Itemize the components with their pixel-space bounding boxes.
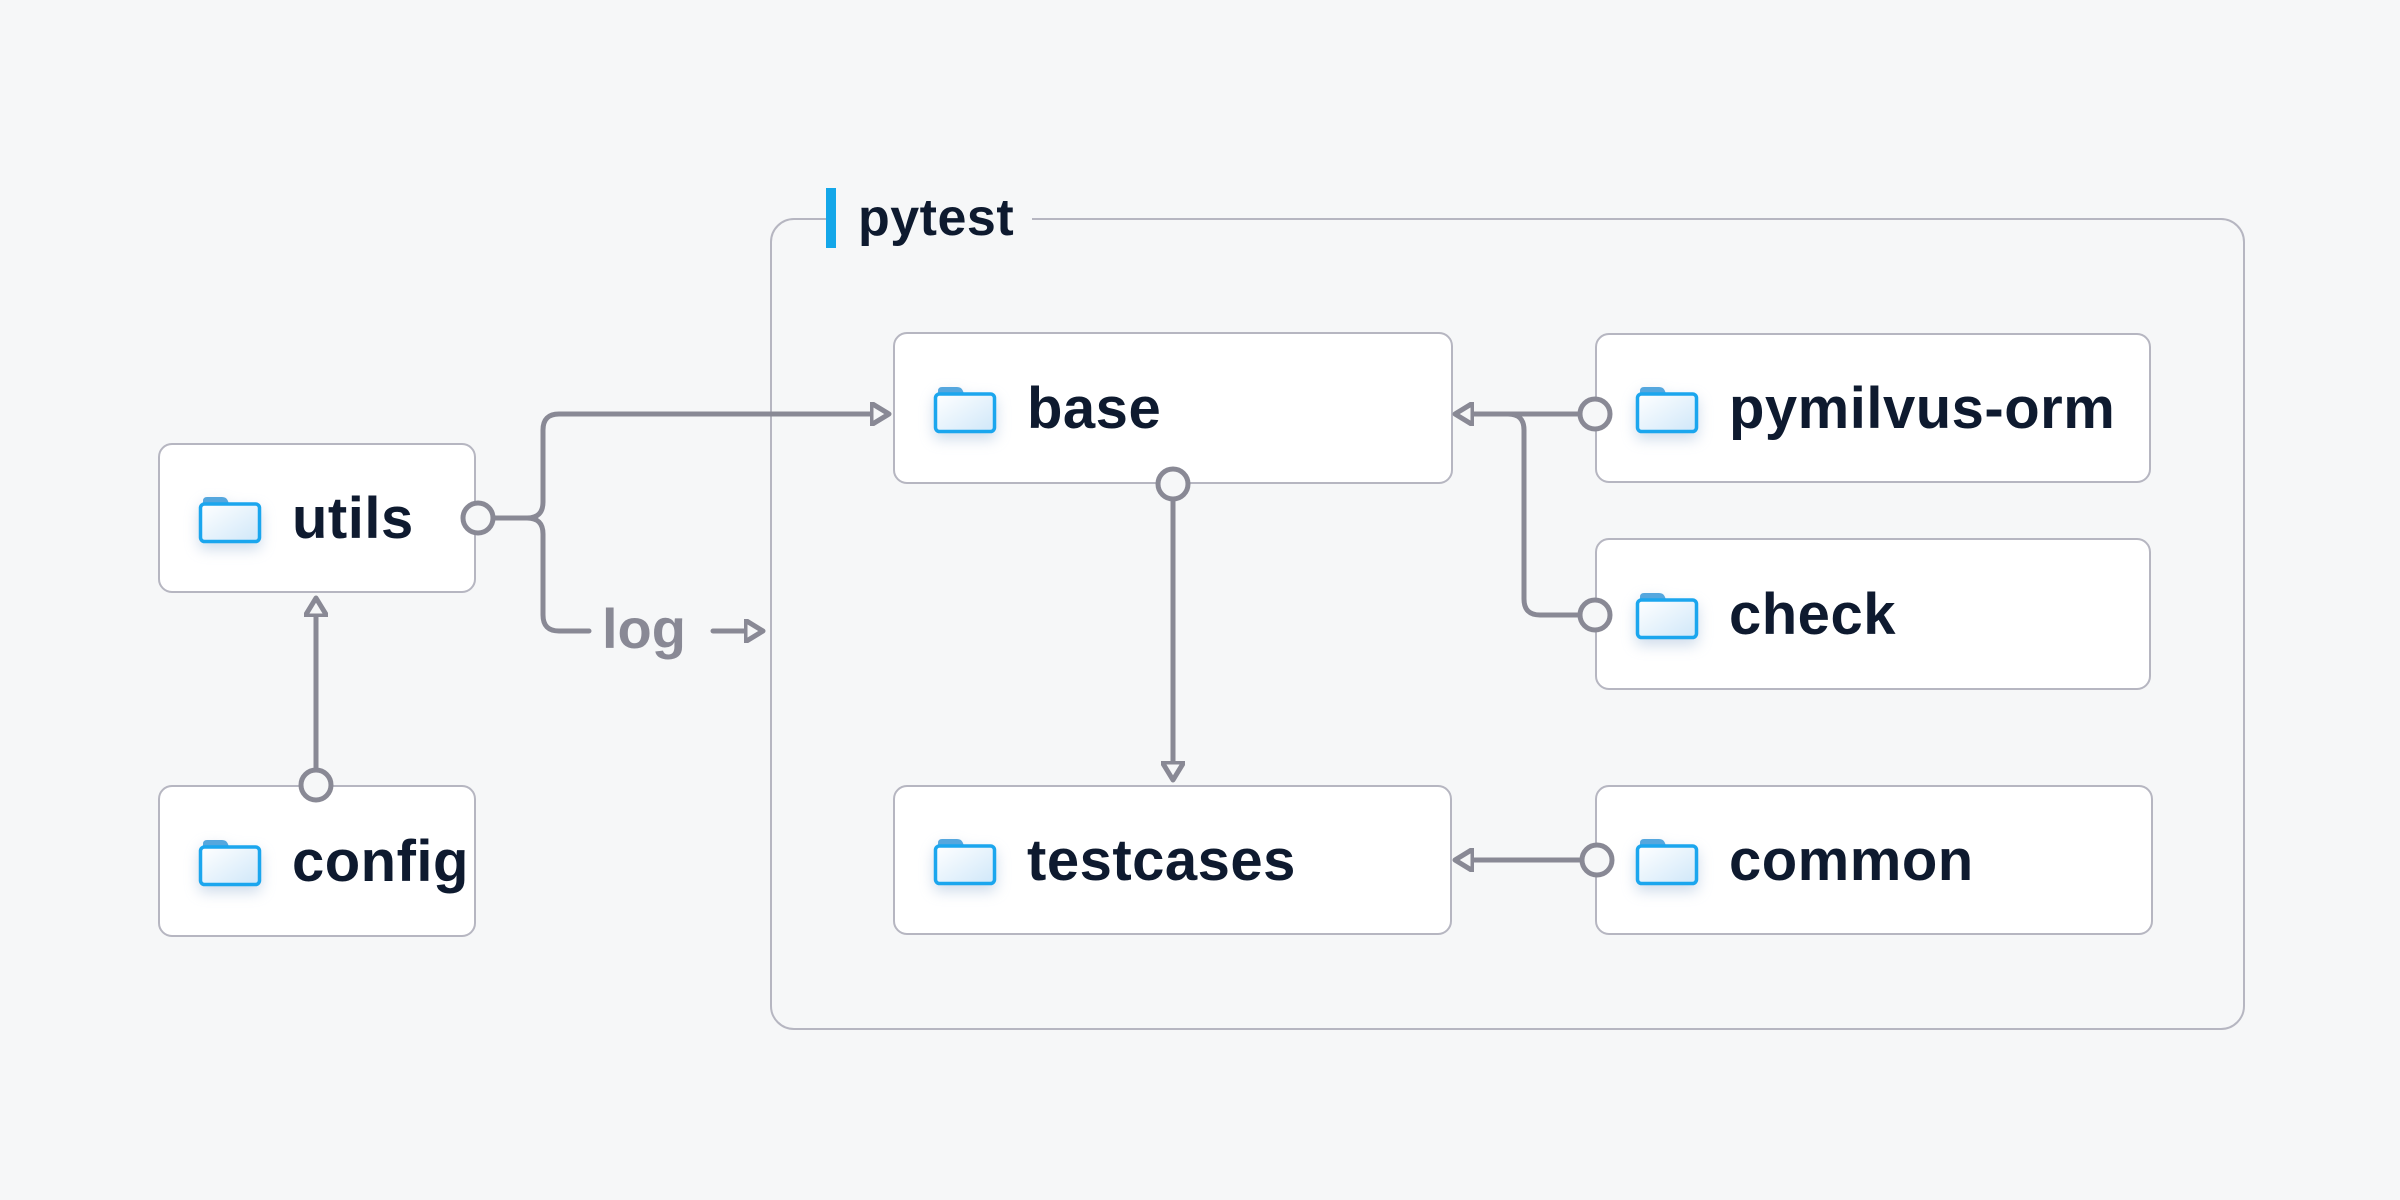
pytest-container bbox=[770, 218, 2245, 1030]
pytest-label-text: pytest bbox=[858, 189, 1015, 247]
node-label: utils bbox=[292, 485, 414, 551]
node-label: testcases bbox=[1027, 827, 1296, 893]
folder-icon bbox=[198, 840, 262, 887]
folder-icon bbox=[1635, 593, 1699, 640]
folder-icon bbox=[933, 839, 997, 886]
edge-label-log: log bbox=[602, 596, 686, 660]
node-utils: utils bbox=[158, 443, 476, 593]
node-label: config bbox=[292, 828, 469, 894]
folder-icon bbox=[933, 387, 997, 434]
node-label: common bbox=[1729, 827, 1974, 893]
node-pymilvus-orm: pymilvus-orm bbox=[1595, 333, 2151, 483]
node-base: base bbox=[893, 332, 1453, 484]
node-testcases: testcases bbox=[893, 785, 1452, 935]
node-label: base bbox=[1027, 375, 1162, 441]
node-label: check bbox=[1729, 581, 1896, 647]
folder-icon bbox=[198, 497, 262, 544]
node-config: config bbox=[158, 785, 476, 937]
folder-icon bbox=[1635, 387, 1699, 434]
node-check: check bbox=[1595, 538, 2151, 690]
accent-bar bbox=[826, 188, 836, 248]
node-common: common bbox=[1595, 785, 2153, 935]
folder-icon bbox=[1635, 839, 1699, 886]
edge-utils-log bbox=[524, 515, 592, 634]
pytest-container-label: pytest bbox=[826, 188, 1033, 248]
node-label: pymilvus-orm bbox=[1729, 375, 2116, 441]
